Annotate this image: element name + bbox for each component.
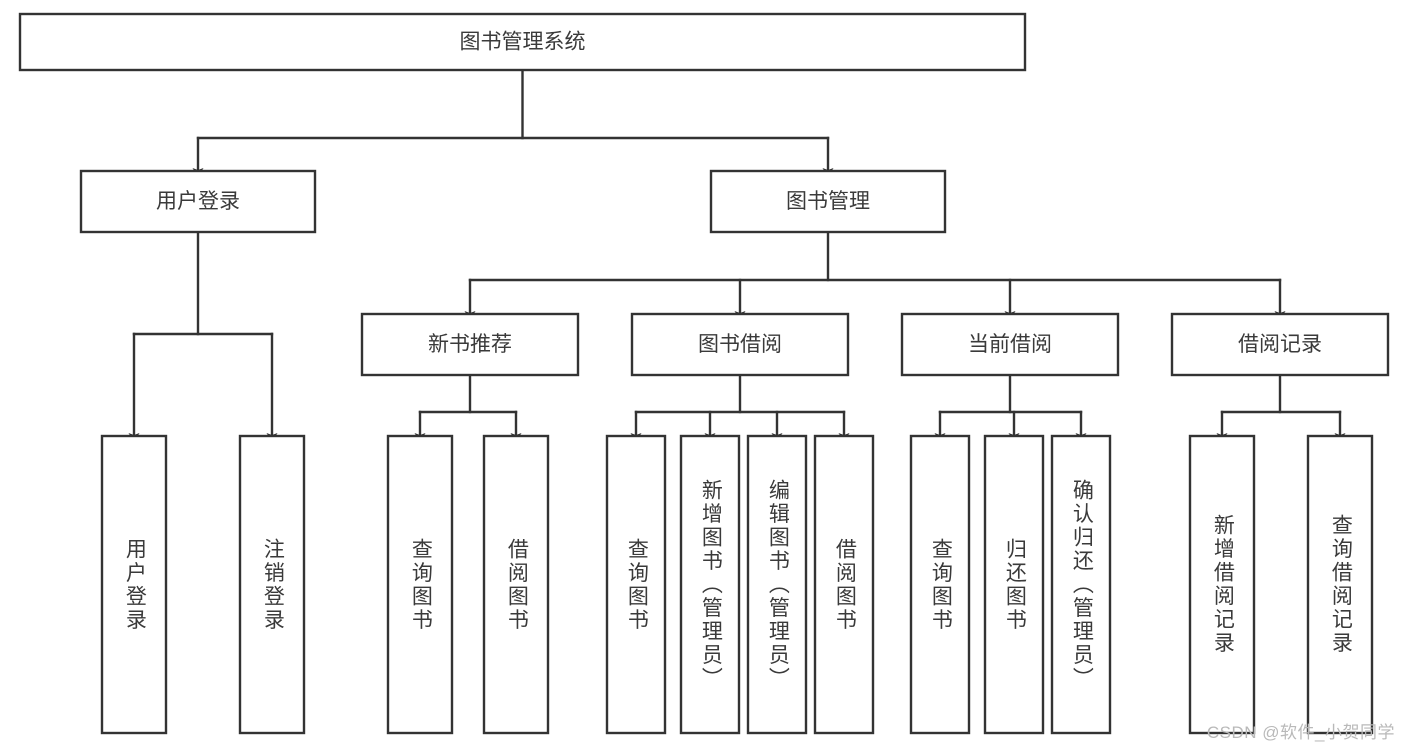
edges-layer <box>128 68 1346 442</box>
node-leaf-10[interactable] <box>1050 434 1112 735</box>
node-level3-0[interactable] <box>360 312 580 377</box>
node-leaf-6[interactable] <box>746 434 808 735</box>
node-level2-1[interactable] <box>709 169 947 234</box>
watermark: CSDN @软件_小贺同学 <box>1206 723 1395 742</box>
node-leaf-5[interactable] <box>679 434 741 735</box>
node-level3-2[interactable] <box>900 312 1120 377</box>
node-leaf-12[interactable] <box>1306 434 1374 735</box>
node-level2-label-0: 用户登录 <box>156 190 240 213</box>
node-level3-3[interactable] <box>1170 312 1390 377</box>
node-leaf-9[interactable] <box>983 434 1045 735</box>
node-level3-label-0: 新书推荐 <box>428 333 512 356</box>
node-level3-1[interactable] <box>630 312 850 377</box>
node-level3-label-2: 当前借阅 <box>968 333 1052 356</box>
node-level2-0[interactable] <box>79 169 317 234</box>
node-level3-label-3: 借阅记录 <box>1238 333 1322 356</box>
node-root[interactable] <box>18 12 1027 72</box>
node-level2-label-1: 图书管理 <box>786 190 870 213</box>
node-leaf-2[interactable] <box>386 434 454 735</box>
node-level3-label-1: 图书借阅 <box>698 333 782 356</box>
node-leaf-11[interactable] <box>1188 434 1256 735</box>
node-leaf-8[interactable] <box>909 434 971 735</box>
node-leaf-1[interactable] <box>238 434 306 735</box>
node-leaf-7[interactable] <box>813 434 875 735</box>
node-leaf-4[interactable] <box>605 434 667 735</box>
node-root-label: 图书管理系统 <box>460 31 586 54</box>
node-leaf-3[interactable] <box>482 434 550 735</box>
node-leaf-0[interactable] <box>100 434 168 735</box>
